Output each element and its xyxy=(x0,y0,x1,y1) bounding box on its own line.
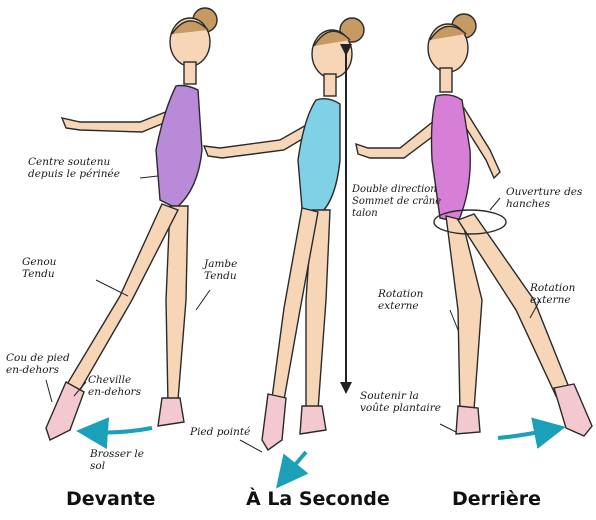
arrow-brush-back xyxy=(498,430,550,438)
arrow-point-side xyxy=(286,452,306,476)
note-genou-tendu: Genou Tendu xyxy=(22,256,56,280)
dancer-derriere xyxy=(356,14,592,436)
caption-seconde: À La Seconde xyxy=(246,488,390,510)
dancer-seconde xyxy=(204,18,364,450)
note-double-direction: Double direction Sommet de crâne talon xyxy=(352,184,441,220)
caption-derriere: Derrière xyxy=(452,488,541,510)
arrow-brush-front xyxy=(92,428,152,433)
caption-devante: Devante xyxy=(66,488,155,510)
note-pied-pointe: Pied pointé xyxy=(190,426,250,438)
note-cheville: Cheville en-dehors xyxy=(88,374,141,398)
note-centre-soutenu: Centre soutenu depuis le périnée xyxy=(28,156,120,180)
note-brosser: Brosser le sol xyxy=(90,448,144,472)
note-rotation-externe-left: Rotation externe xyxy=(378,288,423,312)
note-ouverture: Ouverture des hanches xyxy=(506,186,582,210)
note-jambe-tendu: Jambe Tendu xyxy=(204,258,237,282)
note-soutenir: Soutenir la voûte plantaire xyxy=(360,390,441,414)
note-cou-de-pied: Cou de pied en-dehors xyxy=(6,352,70,376)
note-rotation-externe-right: Rotation externe xyxy=(530,282,575,306)
